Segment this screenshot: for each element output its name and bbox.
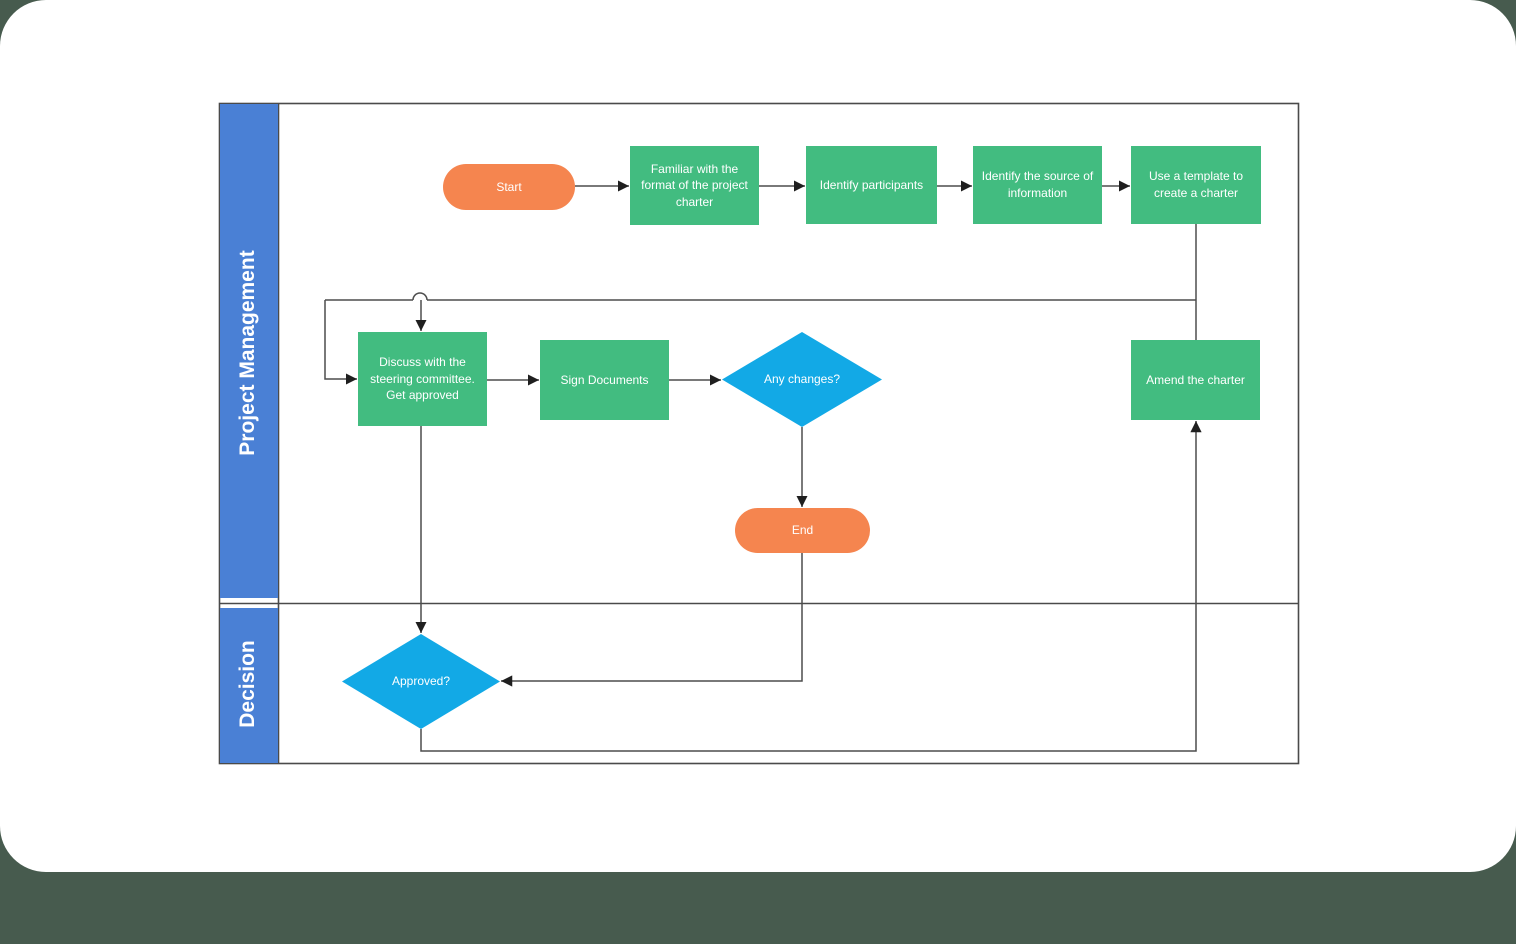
connector-approved-amend <box>420 421 1202 752</box>
node-discuss-committee[interactable]: Discuss with the steering committee. Get… <box>358 332 487 426</box>
node-familiar-format[interactable]: Familiar with the format of the project … <box>630 146 759 225</box>
connector-line-hop <box>412 292 428 301</box>
node-start[interactable]: Start <box>443 164 575 210</box>
connector-end-approved <box>501 553 803 687</box>
connectors <box>324 180 1202 752</box>
swimlane-frame <box>218 102 1300 765</box>
connector-layer <box>218 102 1300 765</box>
node-end-label: End <box>791 523 814 538</box>
flowchart-canvas: Project Management Decision Start Famili… <box>0 0 1516 872</box>
node-identify-participants-label: Identify participants <box>819 177 924 192</box>
lane-bar-decision <box>220 608 278 763</box>
node-identify-source[interactable]: Identify the source of information <box>973 146 1102 224</box>
node-identify-source-label: Identify the source of information <box>981 169 1094 200</box>
node-start-label: Start <box>496 179 522 194</box>
node-amend-charter-label: Amend the charter <box>1146 372 1245 387</box>
node-use-template-label: Use a template to create a charter <box>1148 169 1244 200</box>
node-use-template[interactable]: Use a template to create a charter <box>1131 146 1261 224</box>
node-end[interactable]: End <box>735 508 870 553</box>
node-sign-documents[interactable]: Sign Documents <box>540 340 669 420</box>
node-amend-charter[interactable]: Amend the charter <box>1131 340 1260 420</box>
connector-into-discuss-left <box>324 300 357 385</box>
node-sign-documents-label: Sign Documents <box>560 372 649 387</box>
node-identify-participants[interactable]: Identify participants <box>806 146 937 224</box>
node-familiar-format-label: Familiar with the format of the project … <box>641 161 748 209</box>
node-approved-label: Approved? <box>391 674 451 689</box>
node-any-changes-label: Any changes? <box>763 372 841 387</box>
lane-bar-project-management <box>220 104 278 598</box>
node-discuss-committee-label: Discuss with the steering committee. Get… <box>370 355 475 403</box>
